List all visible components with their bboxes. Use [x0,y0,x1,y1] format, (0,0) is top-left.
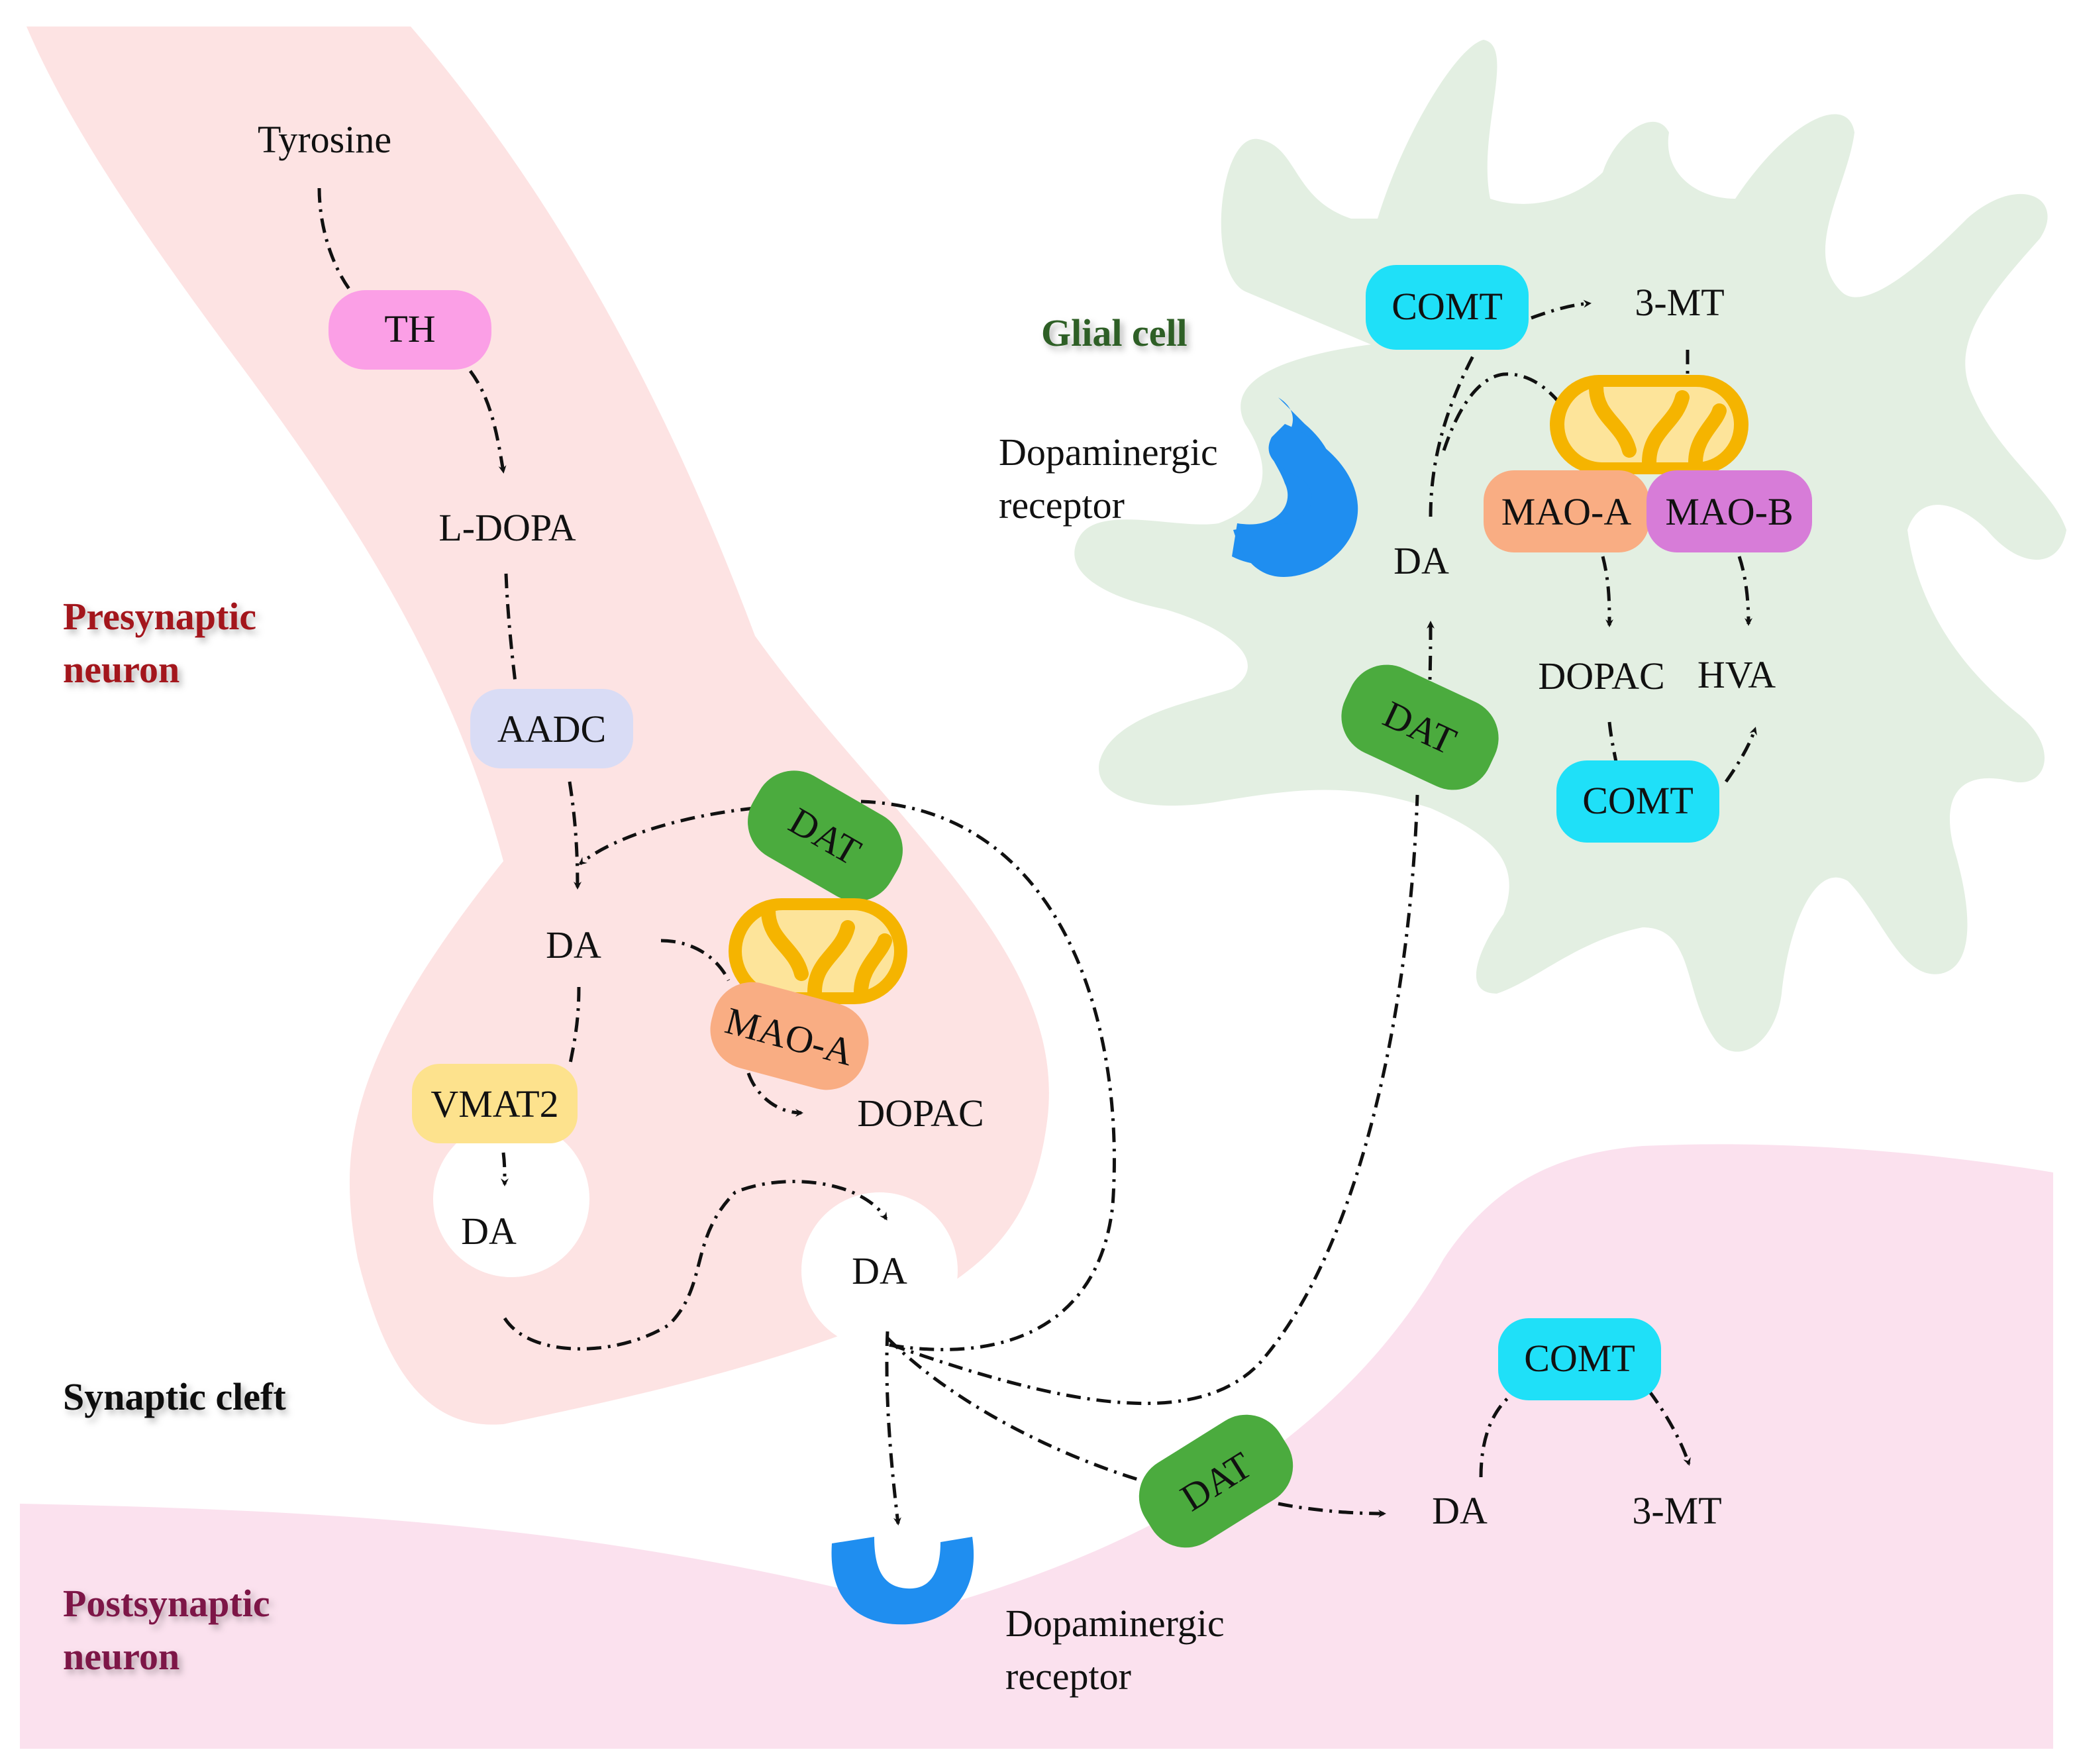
synaptic-cleft-label: Synaptic cleft [63,1375,286,1418]
mt3-glial-text: 3-MT [1635,281,1724,324]
dopac-glial-text: DOPAC [1538,654,1664,698]
arrow-cleft-to-receptor [885,1331,901,1526]
arrow-comt-to-hva [1724,727,1757,783]
dat-postsynaptic: DAT [1139,1414,1293,1548]
arrow-da-to-maoa [660,939,731,982]
svg-text:COMT: COMT [1524,1337,1635,1380]
arrow-cleft-reuptake-loop [860,800,1116,1351]
arrow-comt-to-3mt [1531,299,1592,320]
th-enzyme: TH [329,290,491,370]
arrow-cleft-to-post-dat [886,1337,1153,1486]
vesicle-1 [433,1121,589,1277]
receptor-postsynaptic-icon [831,1531,974,1625]
svg-text:MAO-A: MAO-A [1501,490,1632,533]
glial-cell-label: Glial cell [1041,311,1188,354]
maob-glial: MAO-B [1646,470,1812,552]
ldopa-text: L-DOPA [438,506,576,549]
arrow-aadc-to-da [568,781,582,890]
arrow-ldopa-to-aadc [504,573,517,683]
arrow-tyrosine-to-th [317,187,353,293]
vmat2-enzyme: VMAT2 [412,1064,578,1143]
dat-presynaptic: DAT [748,770,903,902]
da-postsynaptic-text: DA [1432,1489,1488,1532]
arrow-cleft-to-glial-dat [890,794,1419,1406]
comt-glial-top: COMT [1366,265,1529,350]
postsynaptic-label-line1: Postsynaptic [63,1582,270,1625]
comt-glial-bottom: COMT [1556,760,1719,843]
receptor-postsynaptic-label-line2: receptor [1005,1655,1131,1698]
presynaptic-label-line2: neuron [63,648,179,691]
arrow-vmat2-to-vesicle [500,1152,509,1186]
postsynaptic-label-line2: neuron [63,1635,179,1678]
receptor-glial-shape [1233,424,1358,578]
hva-glial-text: HVA [1697,653,1776,696]
da-presynaptic-text: DA [546,923,601,966]
pathway-arrows [317,187,1757,1526]
receptor-postsynaptic-label-line1: Dopaminergic [1005,1602,1225,1645]
svg-text:AADC: AADC [497,707,606,751]
dat-glial: DAT [1341,664,1499,790]
arrow-th-to-ldopa [468,370,507,474]
mt3-postsynaptic-text: 3-MT [1632,1489,1721,1532]
arrow-maob-to-hva [1737,556,1752,626]
maoa-presynaptic: MAO-A [710,982,869,1090]
comt-postsynaptic: COMT [1498,1318,1661,1400]
arrow-dat-to-da [578,806,756,865]
da-vesicle1-text: DA [461,1210,517,1253]
arrow-vesicle-release [503,1180,888,1351]
maoa-glial: MAO-A [1484,470,1649,552]
svg-text:COMT: COMT [1582,779,1694,822]
arrow-post-dat-to-da [1278,1502,1386,1518]
mitochondrion-glial [1550,375,1748,474]
svg-text:VMAT2: VMAT2 [431,1082,558,1125]
da-vesicle2-text: DA [852,1249,907,1292]
arrow-maoa-to-dopac [746,1072,803,1117]
receptor-glial-label-line2: receptor [999,484,1125,527]
arrow-maoa-to-dopac-glial [1601,556,1613,627]
receptor-glial-label-line1: Dopaminergic [999,431,1218,474]
svg-text:MAO-B: MAO-B [1665,490,1793,533]
arrow-dopac-to-comt [1607,721,1618,762]
tyrosine-text: Tyrosine [258,118,391,161]
arrow-post-comt-to-3mt [1647,1390,1691,1466]
dopac-presynaptic-text: DOPAC [857,1092,984,1135]
svg-text:TH: TH [384,307,435,350]
da-glial-text: DA [1393,539,1449,582]
aadc-enzyme: AADC [470,689,633,768]
svg-text:COMT: COMT [1392,285,1503,328]
arrow-da-to-vmat2 [568,986,581,1067]
arrow-glial-da-to-mito [1442,372,1562,451]
presynaptic-label-line1: Presynaptic [63,595,256,638]
mitochondrion-presynaptic [729,898,907,1004]
vesicle-2 [801,1192,958,1349]
postsynaptic-neuron-body [20,1144,2053,1749]
